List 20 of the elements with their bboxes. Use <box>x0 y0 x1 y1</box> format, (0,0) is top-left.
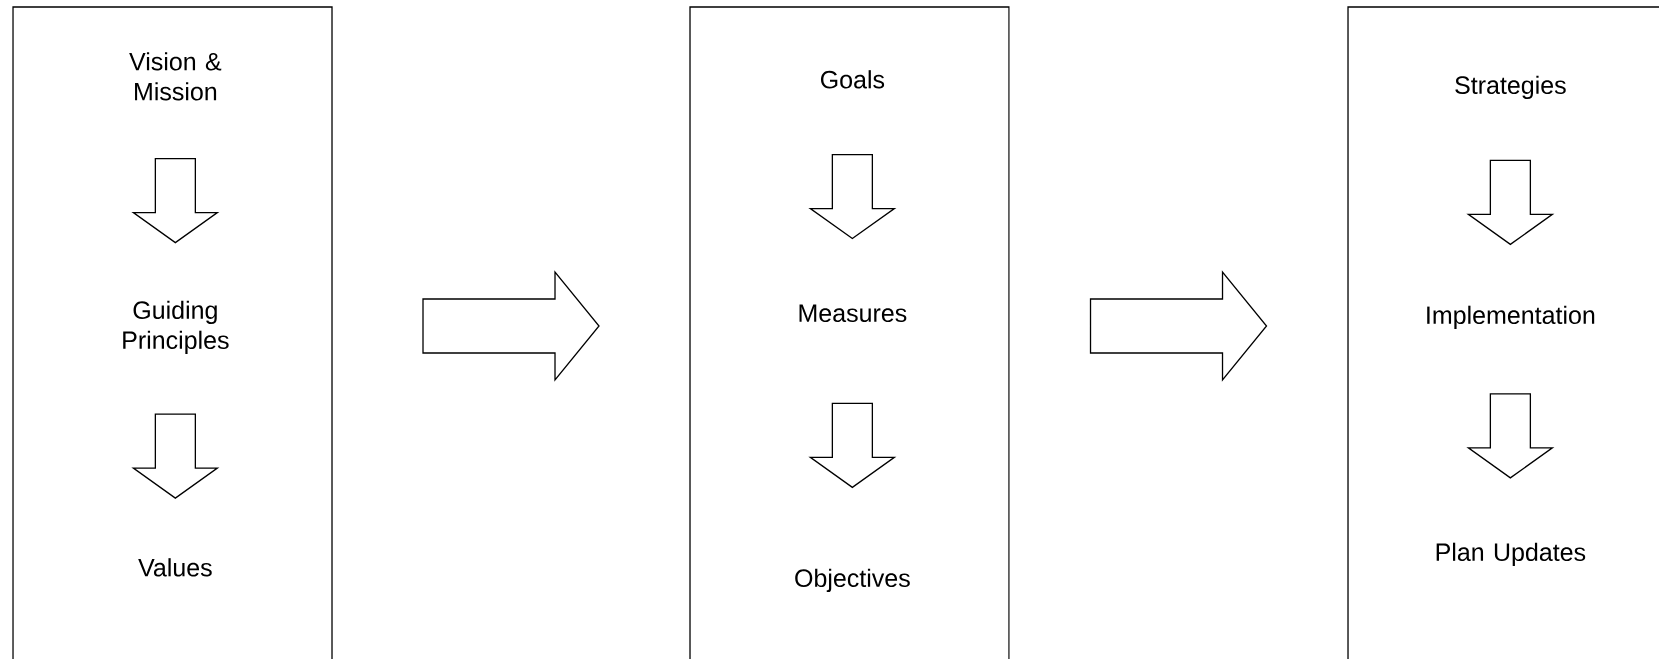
step-label: Plan Updates <box>1436 542 1586 566</box>
step-label: Values <box>138 558 212 577</box>
step-label: Objectives <box>795 568 910 592</box>
panel-box <box>1347 6 1659 659</box>
panel-box <box>12 6 333 659</box>
step-label: Goals <box>820 70 885 89</box>
block-arrow <box>422 270 600 382</box>
block-arrow <box>1466 159 1555 246</box>
block-arrow <box>131 157 220 244</box>
block-arrow <box>131 413 220 499</box>
step-label: Implementation <box>1427 305 1595 329</box>
step-label: Measures <box>799 304 907 323</box>
step-label: Guiding Principles <box>123 300 229 354</box>
block-arrow <box>808 402 897 489</box>
block-arrow <box>1466 393 1555 479</box>
block-arrow <box>808 153 897 240</box>
step-label: Vision & Mission <box>129 52 222 101</box>
panel-box <box>689 6 1010 659</box>
step-label: Strategies <box>1455 75 1566 99</box>
block-arrow <box>1089 270 1268 382</box>
